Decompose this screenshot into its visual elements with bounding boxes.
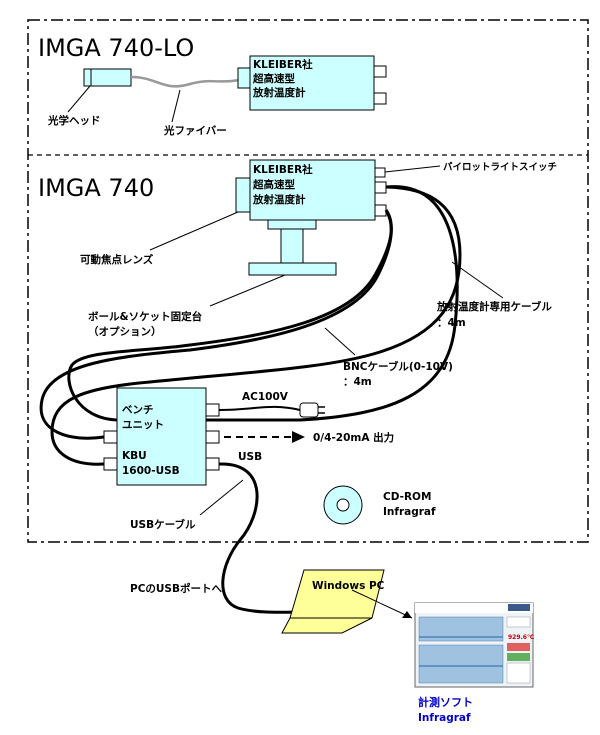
leader-usb-cable [199, 479, 244, 516]
bench-port-left-bottom [103, 457, 118, 471]
leader-mount [209, 274, 286, 307]
section-title-std: IMGA 740 [38, 174, 154, 202]
optical-fiber [130, 75, 241, 88]
software-chart-bottom [418, 644, 504, 684]
bench-label-1: ベンチ [122, 404, 154, 416]
lo-device-label-1: KLEIBER社 [253, 58, 313, 71]
bench-port-left-top [103, 430, 118, 444]
leader-lens [149, 211, 239, 251]
usb-cable [218, 462, 303, 614]
software-panel-1 [506, 616, 531, 628]
label-mount-2: （オプション） [88, 325, 162, 338]
software-panel-red [507, 643, 530, 651]
label-pc: Windows PC [312, 580, 385, 592]
label-pc-port: PCのUSBポートへ [130, 582, 222, 595]
laptop-screen [289, 569, 385, 619]
std-device-label-1: KLEIBER社 [253, 163, 313, 176]
software-toolbar [415, 603, 533, 613]
software-panel-green [507, 653, 530, 661]
leader-optical-head [67, 85, 91, 113]
software-panel-2 [506, 662, 531, 684]
label-bnc-cable-1: BNCケーブル(0-10V) [343, 360, 453, 373]
lo-fiber-connector [237, 67, 251, 89]
label-cdrom-1: CD-ROM [383, 491, 431, 503]
package-border [27, 19, 589, 543]
sensor-cable-outer [67, 185, 459, 422]
sensor-cable [50, 185, 462, 466]
laptop-keyboard [281, 617, 373, 634]
bench-label-4: 1600-USB [122, 465, 180, 477]
stand-post [280, 228, 304, 264]
lo-port-bottom [373, 92, 387, 105]
bench-port-output [205, 430, 220, 444]
label-software-2: Infragraf [418, 712, 471, 724]
std-device-label-3: 放射温度計 [252, 193, 306, 206]
std-port-bottom [374, 204, 387, 217]
label-sensor-cable-1: 放射温度計専用ケーブル [436, 300, 552, 313]
software-logo [508, 604, 530, 611]
section-title-lo: IMGA 740-LO [38, 34, 194, 62]
bnc-cable [39, 209, 393, 440]
leader-software [351, 589, 413, 619]
label-usb-cable: USBケーブル [130, 518, 196, 531]
label-optical-head: 光学ヘッド [47, 114, 101, 127]
label-optical-fiber: 光ファイバー [163, 124, 227, 137]
sensor-cable-guide-2 [208, 187, 465, 454]
label-sensor-cable-2: ：4m [437, 317, 466, 329]
cdrom-hole [336, 498, 350, 512]
label-usb: USB [238, 451, 262, 463]
stand-plate [267, 219, 317, 230]
software-temp-readout: 929.6℃ [508, 634, 534, 641]
lo-thermometer [249, 55, 375, 111]
sensor-cable-guide [223, 187, 472, 451]
ac-cable [218, 405, 301, 411]
label-output: 0/4-20mA 出力 [313, 431, 394, 444]
leader-software-head [402, 611, 412, 618]
std-port-top [374, 181, 387, 194]
label-cdrom-2: Infragraf [383, 506, 436, 518]
pilot-switch [374, 167, 386, 178]
std-device-label-2: 超高速型 [252, 178, 295, 191]
label-ac: AC100V [242, 391, 289, 403]
leader-optical-fiber [171, 89, 181, 123]
ac-plug [299, 402, 319, 418]
bench-port-usb [205, 457, 220, 471]
label-mount-1: ボール&ソケット固定台 [88, 310, 202, 323]
leader-pilot-switch [384, 165, 441, 173]
lo-device-label-2: 超高速型 [252, 72, 295, 85]
bench-label-3: KBU [122, 450, 147, 462]
leader-bnc-cable [324, 327, 356, 356]
label-pilot-switch: パイロットライトスイッチ [443, 161, 557, 173]
bench-port-ac [205, 403, 220, 417]
focus-lens [235, 177, 251, 213]
label-bnc-cable-2: ：4m [343, 376, 372, 388]
label-software-1: 計測ソフト [418, 695, 473, 709]
label-lens: 可動焦点レンズ [80, 253, 154, 266]
stand-base [248, 262, 337, 276]
bench-unit [116, 387, 207, 486]
output-arrow-head [292, 431, 305, 443]
bench-label-2: ユニット [122, 419, 164, 431]
lo-device-label-3: 放射温度計 [252, 86, 306, 99]
lo-port-top [373, 65, 387, 78]
